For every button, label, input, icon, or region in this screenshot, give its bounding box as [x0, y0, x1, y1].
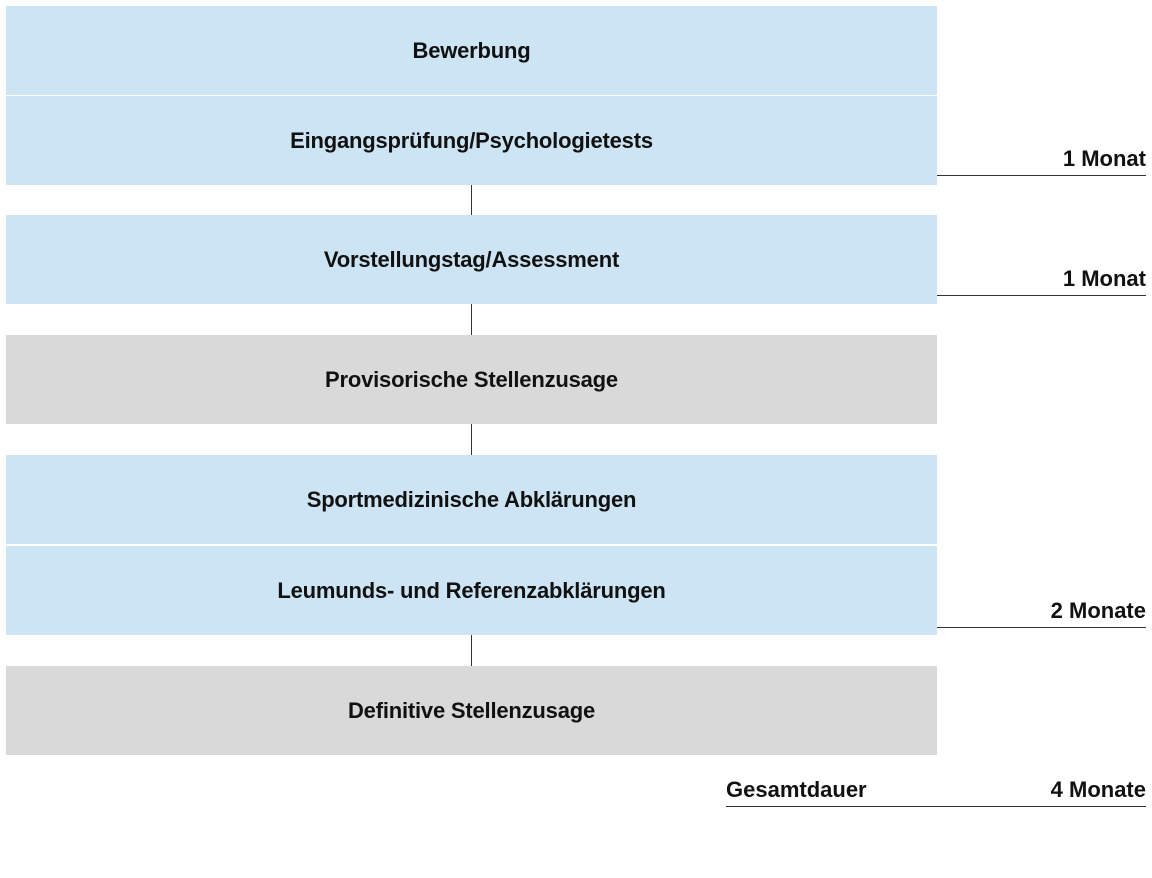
- connector-line: [471, 424, 472, 455]
- step-label: Sportmedizinische Abklärungen: [306, 486, 637, 512]
- total-value: 4 Monate: [1050, 777, 1146, 802]
- step-leumunds-abklaerungen: Leumunds- und Referenzabklärungen: [6, 546, 937, 635]
- step-bewerbung: Bewerbung: [6, 6, 937, 95]
- duration-label: 2 Monate: [1050, 598, 1146, 623]
- connector-line: [471, 635, 472, 666]
- step-provisorische-stellenzusage: Provisorische Stellenzusage: [6, 335, 937, 424]
- connector-line: [471, 185, 472, 215]
- duration-rule: [937, 627, 1146, 628]
- total-label: Gesamtdauer: [726, 777, 867, 802]
- step-definitive-stellenzusage: Definitive Stellenzusage: [6, 666, 937, 755]
- total-rule: [726, 806, 1146, 807]
- connector-line: [471, 304, 472, 335]
- step-label: Vorstellungstag/Assessment: [323, 246, 620, 272]
- duration-label: 1 Monat: [1062, 146, 1146, 171]
- step-label: Definitive Stellenzusage: [347, 697, 596, 723]
- step-eingangspruefung: Eingangsprüfung/Psychologietests: [6, 96, 937, 185]
- duration-rule: [937, 175, 1146, 176]
- duration-label: 1 Monat: [1062, 266, 1146, 291]
- step-label: Bewerbung: [412, 37, 531, 63]
- step-sportmedizinische-abklaerungen: Sportmedizinische Abklärungen: [6, 455, 937, 544]
- step-label: Eingangsprüfung/Psychologietests: [290, 127, 653, 153]
- duration-rule: [937, 295, 1146, 296]
- step-vorstellungstag: Vorstellungstag/Assessment: [6, 215, 937, 304]
- step-label: Provisorische Stellenzusage: [325, 366, 618, 392]
- step-label: Leumunds- und Referenzabklärungen: [277, 577, 666, 603]
